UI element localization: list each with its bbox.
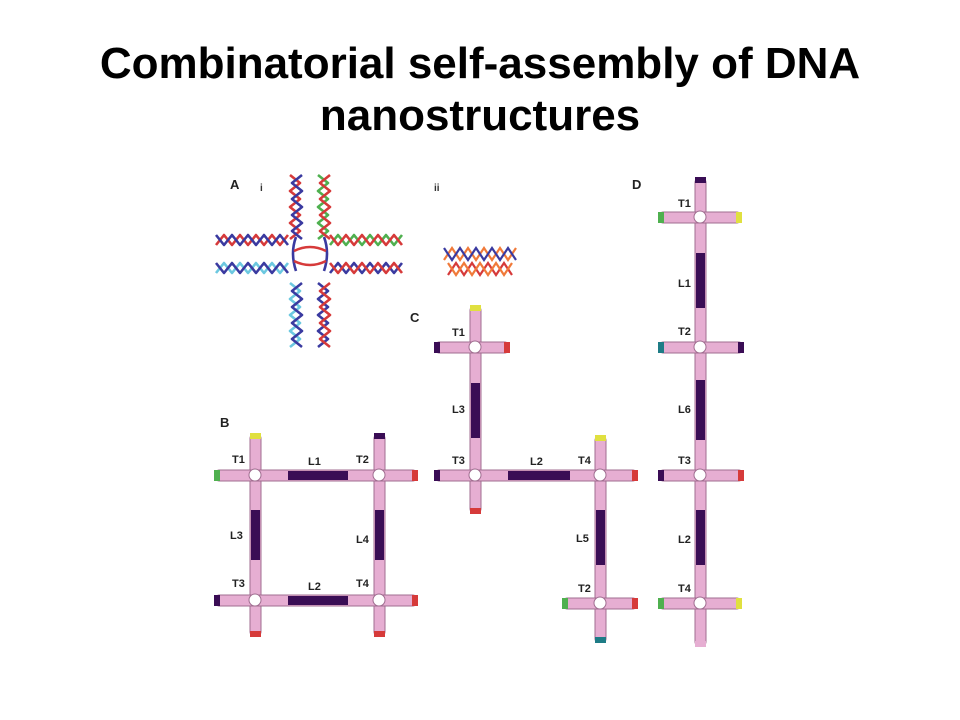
label-d-t1: T1 [678,198,691,210]
junction-c-t3 [468,468,482,482]
link-c-l5 [596,510,605,565]
label-c-l2: L2 [530,456,543,468]
junction-d-t3 [693,468,707,482]
link-c-l2 [508,471,570,480]
junction-c-t1 [468,340,482,354]
panel-a-sub-i: i [260,183,263,194]
label-c-t3: T3 [452,455,465,467]
junction-t3 [248,593,262,607]
end-cap [658,212,664,223]
link-c-l3 [471,383,480,438]
end-cap [658,470,664,481]
link-d-l6 [696,380,705,440]
slide-title-line-2: nanostructures [319,91,641,140]
end-cap [658,342,664,353]
end-cap [434,342,440,353]
end-cap [412,470,418,481]
label-c-t4: T4 [578,455,592,467]
end-cap [250,631,261,637]
panel-a-label: A [230,177,240,192]
end-cap [470,508,481,514]
label-t2: T2 [356,454,369,466]
end-cap [738,342,744,353]
junction-t1 [248,468,262,482]
end-cap [595,637,606,643]
panel-a: A i ii [214,173,517,349]
panel-b-label: B [220,415,229,430]
link-l2 [288,596,348,605]
label-l1: L1 [308,456,321,468]
link-d-l1 [696,253,705,308]
label-d-l6: L6 [678,404,691,416]
label-d-t3: T3 [678,455,691,467]
junction-c-t4 [593,468,607,482]
label-l2: L2 [308,581,321,593]
label-c-t1: T1 [452,327,465,339]
double-helix-diagram [443,246,517,277]
panel-c-label: C [410,310,420,325]
label-d-t2: T2 [678,326,691,338]
label-t1: T1 [232,454,245,466]
end-cap [504,342,510,353]
end-cap [470,305,481,311]
end-cap [658,598,664,609]
link-l3 [251,510,260,560]
junction-d-t1 [693,210,707,224]
end-cap [562,598,568,609]
end-cap [738,470,744,481]
junction-d-t2 [693,340,707,354]
label-d-t4: T4 [678,583,692,595]
panel-d-label: D [632,177,641,192]
link-l4 [375,510,384,560]
end-cap [214,595,220,606]
end-cap [374,631,385,637]
label-t4: T4 [356,578,370,590]
label-d-l2: L2 [678,534,691,546]
end-cap [736,212,742,223]
figure-svg: A i ii [214,173,744,647]
cross-strand-diagram [214,173,404,349]
label-c-t2: T2 [578,583,591,595]
end-cap [632,470,638,481]
label-t3: T3 [232,578,245,590]
end-cap [632,598,638,609]
slide-title-line-1: Combinatorial self-assembly of DNA [99,39,861,88]
end-cap [250,433,261,439]
label-c-l3: L3 [452,404,465,416]
label-d-l1: L1 [678,278,691,290]
end-cap [695,641,706,647]
panel-d: D T1 T2 T3 T4 L1 L6 L2 [632,177,744,647]
end-cap [214,470,220,481]
end-cap [412,595,418,606]
end-cap [595,435,606,441]
end-cap [374,433,385,439]
link-l1 [288,471,348,480]
end-cap [736,598,742,609]
junction-c-t2 [593,596,607,610]
panel-c: C T1 T3 T4 T2 L3 L2 L5 [410,305,638,643]
dna-nanostructure-figure: A i ii [210,165,750,650]
end-cap [434,470,440,481]
panel-a-sub-ii: ii [434,183,440,194]
panel-b: B T1 T2 T3 T4 L1 L2 L3 L4 [214,415,418,637]
label-c-l5: L5 [576,533,589,545]
junction-t4 [372,593,386,607]
junction-d-t4 [693,596,707,610]
label-l3: L3 [230,530,243,542]
junction-t2 [372,468,386,482]
end-cap [695,177,706,183]
label-l4: L4 [356,534,370,546]
link-d-l2 [696,510,705,565]
slide-title: Combinatorial self-assembly of DNA nanos… [0,38,960,142]
